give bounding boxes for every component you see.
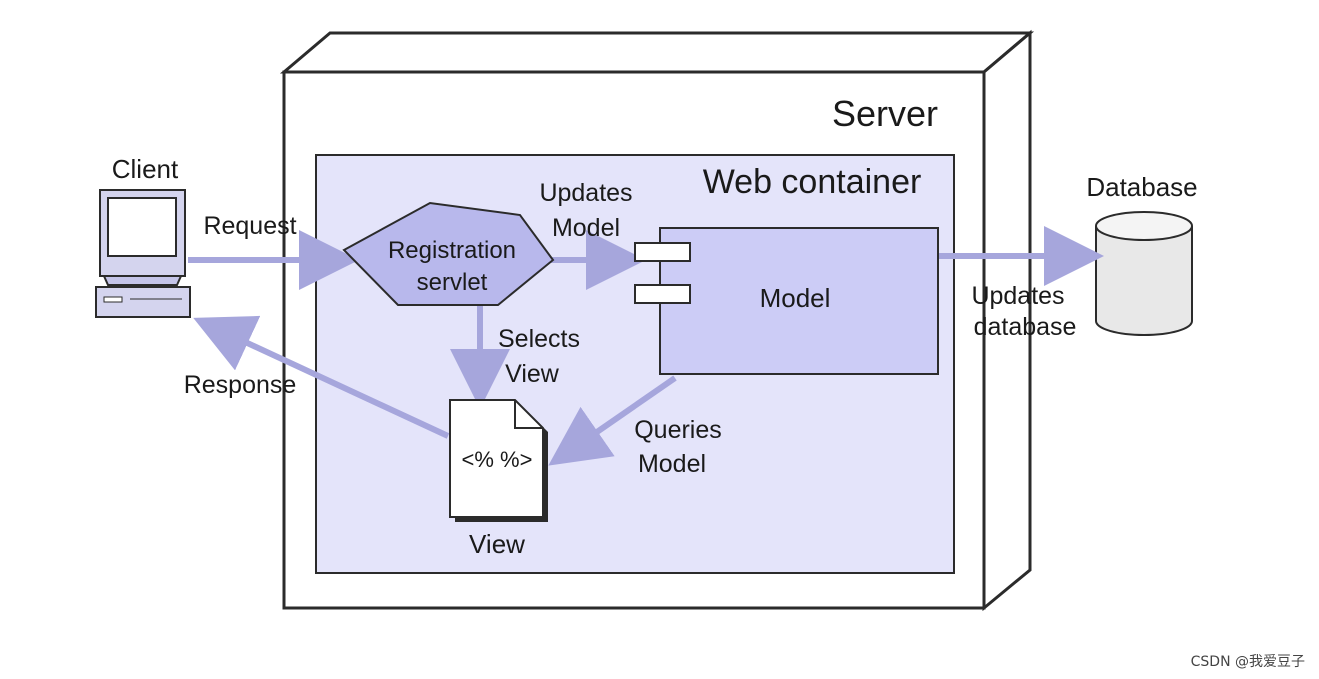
servlet-label-line2: servlet [417, 269, 488, 296]
updates-database-label-line1: Updates [971, 282, 1064, 310]
response-arrow [193, 315, 450, 439]
selects-view-label-line1: Selects [498, 325, 580, 353]
watermark: CSDN @我爱豆子 [1190, 654, 1305, 670]
updates-model-label-line1: Updates [539, 179, 632, 207]
database-cylinder-icon [1095, 211, 1193, 336]
queries-model-label-line1: Queries [634, 416, 722, 444]
response-label: Response [184, 371, 297, 399]
model-label: Model [760, 283, 831, 313]
queries-model-label-line2: Model [638, 450, 706, 478]
view-page-icon [449, 399, 548, 522]
model-port-top [634, 242, 691, 262]
view-page-text: <% %> [462, 447, 533, 472]
client-label: Client [112, 154, 179, 184]
servlet-label-line1: Registration [388, 237, 516, 264]
model-port-bottom [634, 284, 691, 304]
queries-model-arrow [548, 375, 677, 466]
selects-view-label-line2: View [505, 360, 560, 388]
web-container-label: Web container [703, 163, 922, 201]
registration-servlet-shape [342, 201, 555, 306]
view-label: View [469, 529, 525, 559]
model-component [634, 227, 939, 375]
updates-model-label-line2: Model [552, 214, 620, 242]
client-computer-icon [95, 189, 191, 318]
request-label: Request [203, 212, 296, 240]
arrows [188, 226, 1104, 466]
server-label: Server [832, 93, 938, 134]
updates-database-label-line2: database [974, 313, 1077, 341]
database-label: Database [1086, 172, 1197, 202]
